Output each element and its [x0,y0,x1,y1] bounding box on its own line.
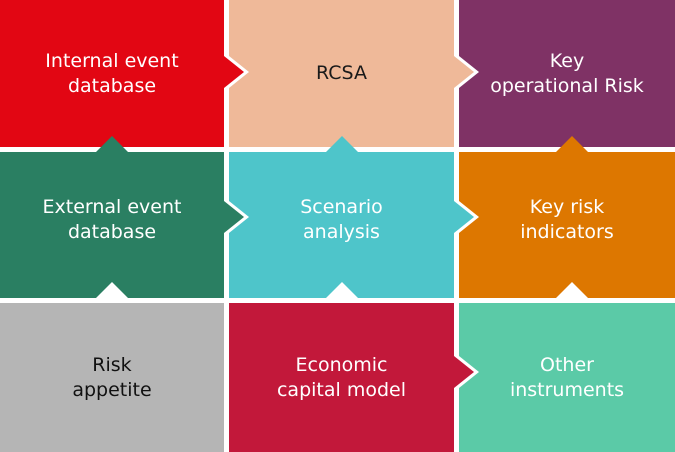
tile-rcsa [229,0,474,147]
tile-internal-event-database [0,0,244,147]
tile-key-operational-risk [459,0,675,147]
tile-scenario-analysis [229,136,474,298]
tile-other-instruments [459,303,675,452]
tile-risk-appetite [0,303,224,452]
tile-external-event-database [0,136,244,298]
tile-key-risk-indicators [459,136,675,298]
tile-economic-capital-model [229,303,474,452]
